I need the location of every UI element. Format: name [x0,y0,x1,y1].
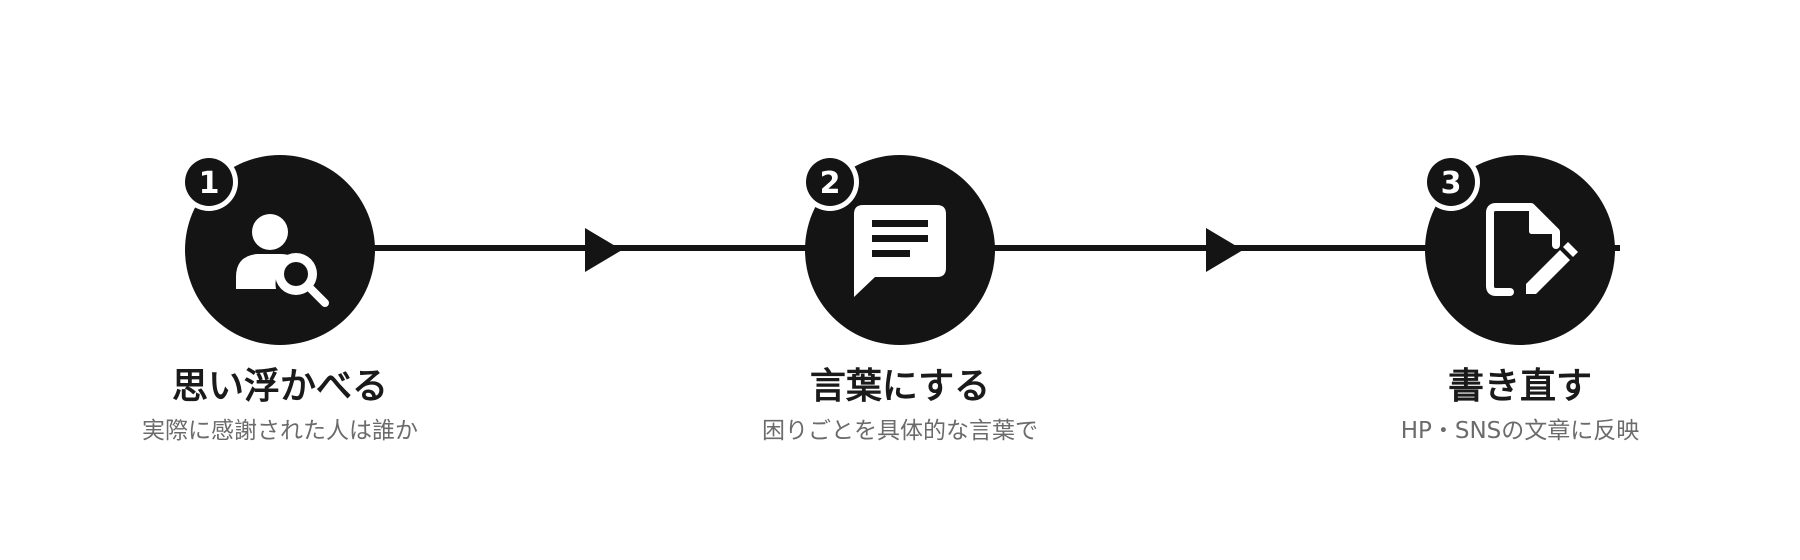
speech-bubble-icon [854,205,946,297]
person-search-icon [236,214,329,307]
step-1-number: 1 [199,166,220,201]
step-3-subtitle: HP・SNSの文章に反映 [1401,418,1640,444]
document-edit-icon [1486,203,1578,296]
arrow-head-1-2 [585,228,622,272]
step-3-badge: 3 [1422,153,1480,211]
step-3-circle [1425,155,1615,345]
step-1-title: 思い浮かべる [172,366,388,407]
step-1-circle [185,155,375,345]
step-3-number: 3 [1441,166,1462,201]
step-2: 2 言葉にする 困りごとを具体的な言葉で [762,153,1038,444]
step-2-subtitle: 困りごとを具体的な言葉で [762,418,1038,444]
step-3-title: 書き直す [1448,366,1592,407]
step-2-number: 2 [820,166,841,201]
step-2-title: 言葉にする [810,366,990,407]
arrow-head-2-3 [1206,228,1243,272]
step-3: 3 書き直す HP・SNSの文章に反映 [1401,153,1640,444]
step-1-badge: 1 [180,153,238,211]
step-2-badge: 2 [801,153,859,211]
step-1: 1 思い浮かべる 実際に感謝された人は誰か [142,153,418,444]
step-1-subtitle: 実際に感謝された人は誰か [142,418,418,444]
